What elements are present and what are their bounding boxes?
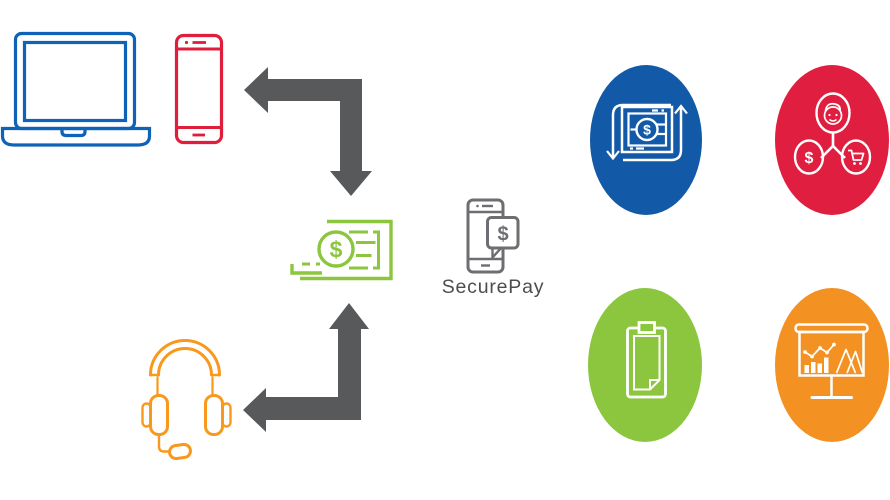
laptop-screen-outer: [13, 31, 137, 131]
headset-icon: [141, 339, 232, 461]
cart-circle: [840, 139, 872, 175]
cycle-arrow-down: [606, 150, 620, 161]
clipboard-page-fold: [649, 379, 660, 390]
headband-outer: [149, 339, 221, 377]
earcup-left: [149, 394, 169, 436]
smartphone-body: [174, 33, 224, 145]
banknote-coin: [317, 230, 355, 268]
laptop-screen-inner: [22, 40, 128, 123]
speech-bubble: [486, 216, 520, 250]
bubble-ellipse: [588, 288, 702, 442]
person-eye-left: [828, 113, 831, 117]
earcup-right: [204, 394, 224, 436]
motion-trail: [290, 264, 322, 275]
person-head: [823, 106, 843, 125]
dollar-glyph: $: [330, 237, 343, 263]
smartphone-camera-dot: [184, 40, 189, 45]
mountain-chart: [835, 348, 864, 374]
banknote-inner-right: [373, 230, 380, 270]
arrow-headset-to-payment: [243, 303, 369, 432]
customer-dollar-cart-icon: $: [793, 92, 872, 175]
bubble-customer-channels: $: [775, 65, 889, 215]
note-inner: [627, 112, 668, 147]
bubble-ellipse: [775, 288, 889, 442]
presentation-chart-icon: [794, 323, 869, 399]
laptop-base-notch: [60, 128, 87, 138]
line-chart-dot: [803, 350, 807, 354]
headband-inner: [157, 347, 213, 377]
clipboard-icon: [626, 321, 667, 399]
dollar-glyph: $: [497, 224, 508, 246]
mic-wire: [157, 433, 172, 453]
cart-icon: [848, 149, 865, 161]
mic-body: [168, 442, 192, 461]
hub-phone-camera-dot: [476, 204, 479, 208]
cycle-right-bottom: [623, 108, 683, 162]
line-chart-dot: [825, 350, 829, 355]
dollar-glyph: $: [643, 122, 651, 138]
dollar-circle: [793, 139, 825, 175]
earcup-pad-right: [221, 402, 232, 428]
cycle-left-top: [611, 103, 671, 157]
person-smile: [829, 118, 837, 122]
line-chart-dot: [810, 354, 814, 359]
arrow-devices-to-payment: [244, 67, 372, 196]
clipboard-page: [633, 335, 661, 391]
securepay-label: SecurePay: [442, 276, 545, 298]
bar-chart-bar: [817, 363, 822, 373]
earcup-pad-left: [141, 402, 152, 428]
bar-chart-bar: [824, 357, 829, 373]
note-outer: [620, 105, 674, 154]
fast-payment-icon: $: [290, 219, 393, 281]
bubble-checklist: [588, 288, 702, 442]
cycle-arrow-up: [674, 104, 688, 115]
clipboard-clip: [637, 321, 656, 334]
bubble-analytics: [775, 288, 889, 442]
banknote-outline: [300, 219, 393, 281]
bar-chart-bar: [811, 362, 816, 373]
line-chart-dot: [818, 346, 822, 350]
bar-chart-bar: [804, 365, 809, 373]
line-chart-dot: [832, 342, 836, 347]
dollar-glyph: $: [805, 150, 814, 167]
securepay-phone-icon: $: [466, 198, 520, 274]
smartphone-icon: [174, 33, 224, 145]
bubble-recurring-payment: $: [590, 65, 702, 215]
person-eye-right: [835, 113, 838, 117]
laptop-icon: [0, 31, 152, 147]
person-hair: [824, 102, 841, 112]
cart-wheel-left: [853, 162, 856, 165]
money-cycle-icon: $: [606, 103, 688, 162]
laptop-base: [0, 126, 152, 147]
cart-wheel-right: [859, 162, 862, 165]
